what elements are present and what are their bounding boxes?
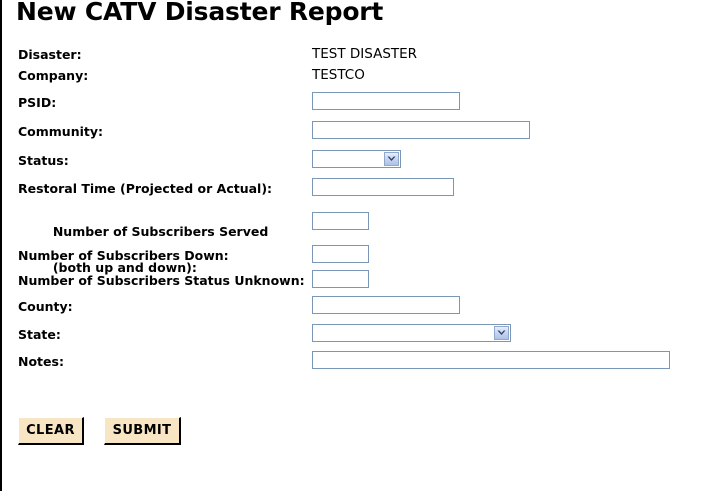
status-select[interactable] [312,150,401,168]
restoral-time-label: Restoral Time (Projected or Actual): [18,181,273,196]
restoral-time-input[interactable] [312,178,454,196]
form-row-subscribers-served: Number of Subscribers Served (both up an… [2,205,704,275]
form-row-subscribers-down: Number of Subscribers Down: [2,245,704,268]
form-row-restoral-time: Restoral Time (Projected or Actual): [2,178,704,201]
county-label: County: [18,299,73,314]
company-value: TESTCO [312,67,365,83]
form-row-state: State: [2,324,704,347]
psid-label: PSID: [18,95,57,110]
subscribers-served-label-line1: Number of Subscribers Served [52,224,269,239]
psid-input[interactable] [312,92,460,110]
status-label: Status: [18,153,69,168]
community-label: Community: [18,124,104,139]
form-row-psid: PSID: [2,92,704,115]
subscribers-served-label: Number of Subscribers Served (both up an… [18,205,268,295]
community-input[interactable] [312,121,530,139]
page-title: New CATV Disaster Report [16,0,384,26]
form-row-company: Company: TESTCO [2,67,704,88]
disaster-label: Disaster: [18,47,82,62]
form-row-subscribers-unknown: Number of Subscribers Status Unknown: [2,270,704,293]
company-label: Company: [18,68,89,83]
notes-label: Notes: [18,354,64,369]
disaster-value: TEST DISASTER [312,46,418,62]
notes-input[interactable] [312,351,670,369]
state-label: State: [18,327,61,342]
chevron-down-icon[interactable] [494,326,509,340]
subscribers-down-input[interactable] [312,245,369,263]
form-row-status: Status: [2,150,704,173]
form-row-county: County: [2,296,704,319]
form-row-notes: Notes: [2,351,704,374]
chevron-down-icon[interactable] [384,152,399,166]
clear-button[interactable]: CLEAR [18,417,84,445]
subscribers-down-label: Number of Subscribers Down: [18,248,229,263]
form-row-disaster: Disaster: TEST DISASTER [2,46,704,67]
subscribers-served-label-line2: (both up and down): [52,260,197,275]
subscribers-unknown-label: Number of Subscribers Status Unknown: [18,273,305,288]
state-select[interactable] [312,324,511,342]
submit-button[interactable]: SUBMIT [104,417,181,445]
form-row-community: Community: [2,121,704,144]
county-input[interactable] [312,296,460,314]
subscribers-served-input[interactable] [312,212,369,230]
subscribers-unknown-input[interactable] [312,270,369,288]
